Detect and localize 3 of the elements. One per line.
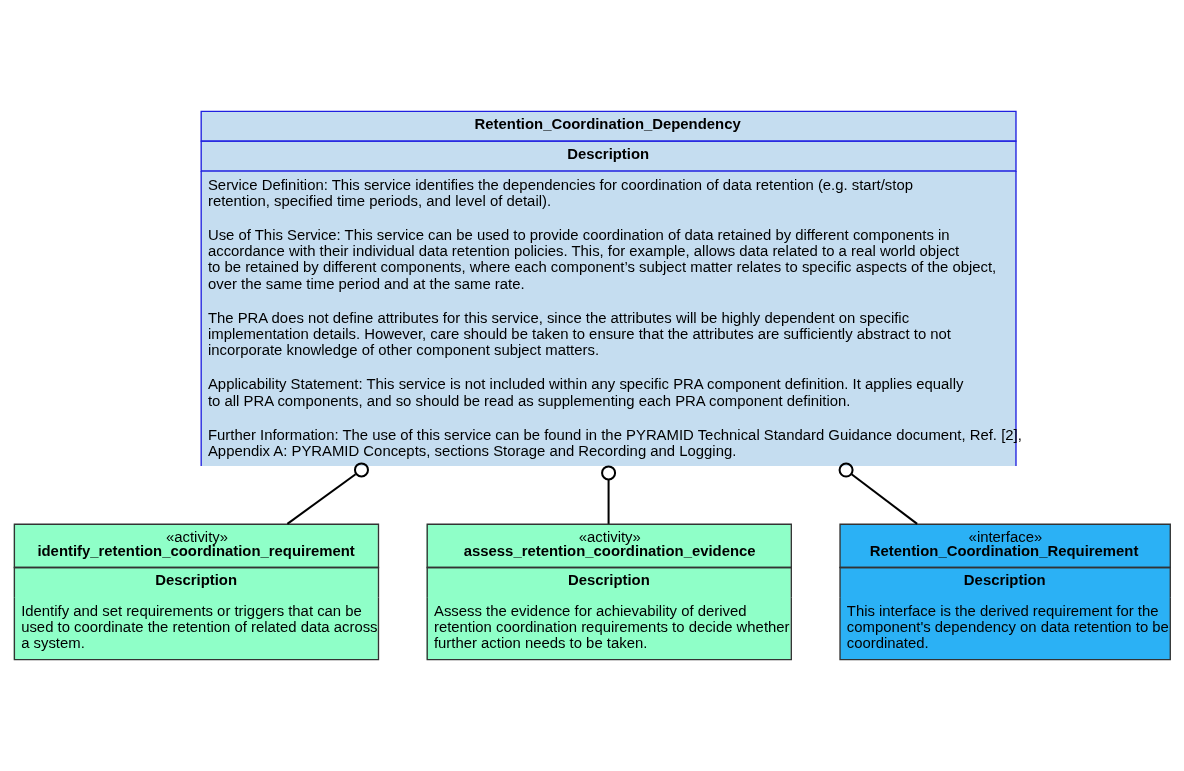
connector bbox=[838, 462, 918, 525]
connector bbox=[601, 465, 617, 524]
connector bbox=[286, 462, 369, 525]
